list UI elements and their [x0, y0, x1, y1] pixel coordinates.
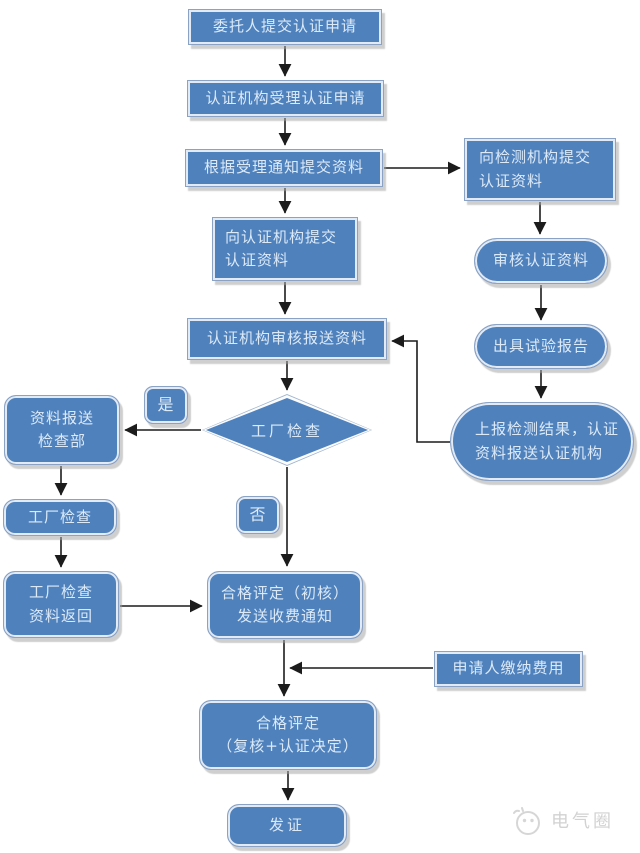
- node-org-review-materials: 认证机构审核报送资料: [187, 318, 387, 360]
- node-issue-certificate: 发证: [227, 804, 347, 847]
- node-report-test-results: 上报检测结果，认证 资料报送认证机构: [450, 402, 634, 481]
- arrow-report-results-to-org-review: [391, 334, 450, 443]
- node-send-to-inspection-dept: 资料报送 检查部: [4, 395, 120, 465]
- node-label: 是: [157, 394, 175, 414]
- node-label: 上报检测结果，认证 资料报送认证机构: [475, 420, 620, 462]
- node-label: 工厂检查: [250, 421, 323, 440]
- watermark-text: 电气圈: [551, 811, 614, 832]
- label-yes: 是: [144, 386, 188, 424]
- node-label: 发证: [268, 815, 305, 834]
- node-submit-application: 委托人提交认证申请: [188, 9, 382, 45]
- node-submit-to-cert-org: 向认证机构提交 认证资料: [212, 217, 358, 281]
- node-issue-test-report: 出具试验报告: [474, 324, 608, 369]
- node-applicant-pays-fee: 申请人缴纳费用: [434, 651, 583, 687]
- node-accept-application: 认证机构受理认证申请: [187, 80, 384, 117]
- node-initial-assessment: 合格评定（初核） 发送收费通知: [207, 571, 363, 639]
- decision-factory-inspection: 工厂检查: [202, 394, 372, 466]
- node-label: 工厂检查 资料返回: [28, 583, 93, 625]
- node-label: 认证机构审核报送资料: [206, 329, 367, 348]
- node-inspection-materials-return: 工厂检查 资料返回: [3, 571, 119, 638]
- node-label: 向检测机构提交 认证资料: [479, 148, 592, 190]
- node-submit-to-test-org: 向检测机构提交 认证资料: [464, 138, 616, 201]
- node-label: 认证机构受理认证申请: [205, 88, 366, 107]
- node-label: 根据受理通知提交资料: [203, 158, 364, 177]
- node-label: 申请人缴纳费用: [452, 659, 565, 678]
- node-label: 否: [249, 504, 267, 524]
- node-label: 工厂检查: [27, 507, 92, 526]
- node-label: 合格评定 （复核+认证决定）: [217, 713, 359, 755]
- node-label: 委托人提交认证申请: [212, 17, 357, 36]
- node-factory-inspection: 工厂检查: [3, 499, 117, 536]
- node-label: 向认证机构提交 认证资料: [225, 227, 338, 269]
- node-label: 资料报送 检查部: [29, 408, 94, 450]
- label-no: 否: [236, 496, 280, 534]
- node-submit-per-notice: 根据受理通知提交资料: [185, 149, 383, 187]
- node-label: 出具试验报告: [492, 336, 589, 355]
- watermark: 电气圈: [506, 800, 614, 840]
- node-review-cert-materials: 审核认证资料: [474, 238, 608, 284]
- watermark-logo-icon: [513, 807, 540, 835]
- node-final-assessment: 合格评定 （复核+认证决定）: [199, 700, 377, 770]
- node-label: 合格评定（初核） 发送收费通知: [220, 583, 349, 625]
- node-label: 审核认证资料: [492, 251, 589, 270]
